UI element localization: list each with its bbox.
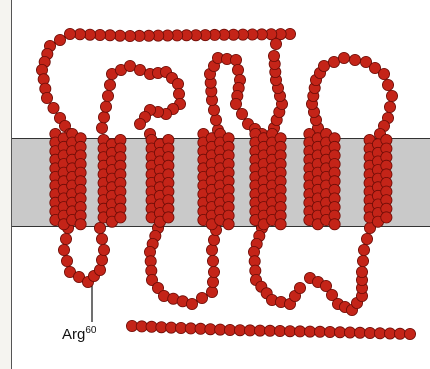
intracellular-loop-2 <box>206 244 217 255</box>
transmembrane-helix-5 <box>275 219 286 230</box>
extracellular-loop-3b <box>318 60 329 71</box>
extracellular-loop-1 <box>104 79 115 90</box>
transmembrane-helix-2 <box>115 212 126 223</box>
extracellular-loop-1 <box>173 88 184 99</box>
extracellular-loop-1 <box>134 64 145 75</box>
transmembrane-helix-4 <box>223 219 234 230</box>
n-terminal-tail <box>114 30 125 41</box>
n-terminal-tail <box>41 92 52 103</box>
extracellular-loop-1 <box>172 78 183 89</box>
intracellular-loop-2 <box>186 298 197 309</box>
intracellular-loop-2 <box>196 292 207 303</box>
c-terminal-tail <box>314 326 325 337</box>
n-terminal-tail <box>84 29 95 40</box>
extracellular-loop-2 <box>230 54 241 65</box>
c-terminal-tail <box>304 326 315 337</box>
c-terminal-tail <box>324 326 335 337</box>
extracellular-loop-3b <box>349 54 360 65</box>
transmembrane-helix-1 <box>75 219 86 230</box>
n-terminal-tail <box>64 28 75 39</box>
extracellular-loop-3b <box>386 90 397 101</box>
extracellular-loop-2 <box>232 64 243 75</box>
intracellular-loop-2 <box>207 255 218 266</box>
c-terminal-tail <box>264 325 275 336</box>
c-terminal-tail <box>354 327 365 338</box>
c-terminal-tail <box>274 325 285 336</box>
extracellular-loop-3b <box>328 56 339 67</box>
extracellular-loop-1 <box>134 118 145 129</box>
extracellular-loop-1 <box>100 101 111 112</box>
extracellular-loop-1 <box>96 122 107 133</box>
c-terminal-tail <box>404 328 415 339</box>
extracellular-loop-3a <box>270 38 281 49</box>
intracellular-loop-1 <box>61 255 72 266</box>
c-terminal-tail <box>234 325 245 336</box>
intracellular-loop-3 <box>356 266 367 277</box>
extracellular-loop-2 <box>230 98 241 109</box>
intracellular-loop-2 <box>208 266 219 277</box>
intracellular-loop-1 <box>60 233 71 244</box>
intracellular-loop-3 <box>358 244 369 255</box>
c-terminal-tail <box>364 327 375 338</box>
c-terminal-tail <box>284 326 295 337</box>
c-terminal-tail <box>294 326 305 337</box>
extracellular-loop-3b <box>378 68 389 79</box>
intracellular-loop-3 <box>294 282 305 293</box>
transmembrane-helix-6 <box>329 219 340 230</box>
c-terminal-tail <box>374 328 385 339</box>
extracellular-loop-3a <box>268 50 279 61</box>
intracellular-loop-3 <box>357 255 368 266</box>
intracellular-loop-1 <box>94 264 105 275</box>
c-terminal-tail <box>254 325 265 336</box>
n-terminal-tail <box>48 102 59 113</box>
extracellular-loop-3b <box>382 79 393 90</box>
intracellular-loop-2 <box>206 286 217 297</box>
residue-name: Arg <box>62 326 85 343</box>
intracellular-loop-2 <box>207 276 218 287</box>
c-terminal-tail <box>394 328 405 339</box>
c-terminal-tail <box>224 324 235 335</box>
intracellular-loop-2 <box>208 234 219 245</box>
extracellular-loop-3b <box>384 101 395 112</box>
extracellular-loop-3b <box>338 52 349 63</box>
n-terminal-tail <box>124 30 135 41</box>
extracellular-loop-2 <box>210 114 221 125</box>
extracellular-loop-1 <box>124 60 135 71</box>
n-terminal-tail <box>94 29 105 40</box>
c-terminal-tail <box>384 328 395 339</box>
residue-number: 60 <box>85 325 96 336</box>
c-terminal-tail <box>344 327 355 338</box>
extracellular-loop-1 <box>98 112 109 123</box>
intracellular-loop-1 <box>94 222 105 233</box>
extracellular-loop-2 <box>236 108 247 119</box>
intracellular-loop-1 <box>58 244 69 255</box>
amino-acid-residues <box>36 28 415 339</box>
intracellular-loop-3 <box>361 233 372 244</box>
intracellular-loop-1 <box>96 254 107 265</box>
intracellular-loop-1 <box>98 244 109 255</box>
c-terminal-tail <box>244 325 255 336</box>
n-terminal-tail <box>74 29 85 40</box>
transmembrane-helix-7 <box>381 212 392 223</box>
n-terminal-tail <box>104 30 115 41</box>
n-terminal-tail <box>54 34 65 45</box>
c-terminal-tail <box>334 327 345 338</box>
extracellular-loop-2 <box>208 104 219 115</box>
transmembrane-helix-3 <box>163 212 174 223</box>
extracellular-loop-1 <box>102 90 113 101</box>
arg60-residue-label: Arg60 <box>62 325 96 343</box>
intracellular-loop-1 <box>96 233 107 244</box>
